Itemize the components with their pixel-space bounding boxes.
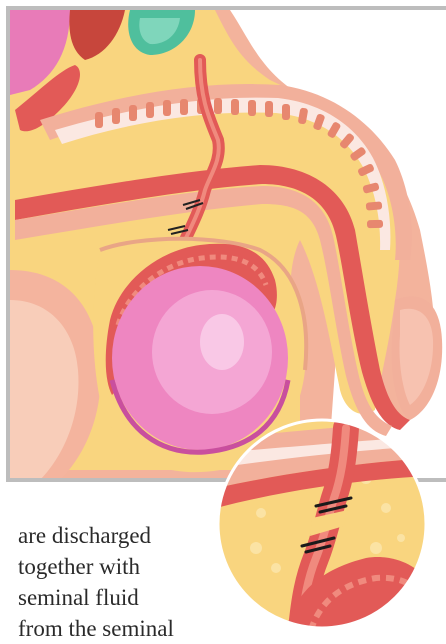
text-line: seminal fluid (18, 582, 218, 613)
anatomy-svg (0, 0, 446, 486)
magnified-inset-svg (216, 418, 428, 630)
testis-light (200, 314, 244, 370)
text-line: from the seminal (18, 613, 218, 644)
anatomy-illustration (0, 0, 446, 486)
body-paragraph: are discharged together with seminal flu… (18, 520, 218, 644)
text-line: are discharged (18, 520, 218, 551)
text-line: together with (18, 551, 218, 582)
magnified-inset (216, 418, 428, 630)
